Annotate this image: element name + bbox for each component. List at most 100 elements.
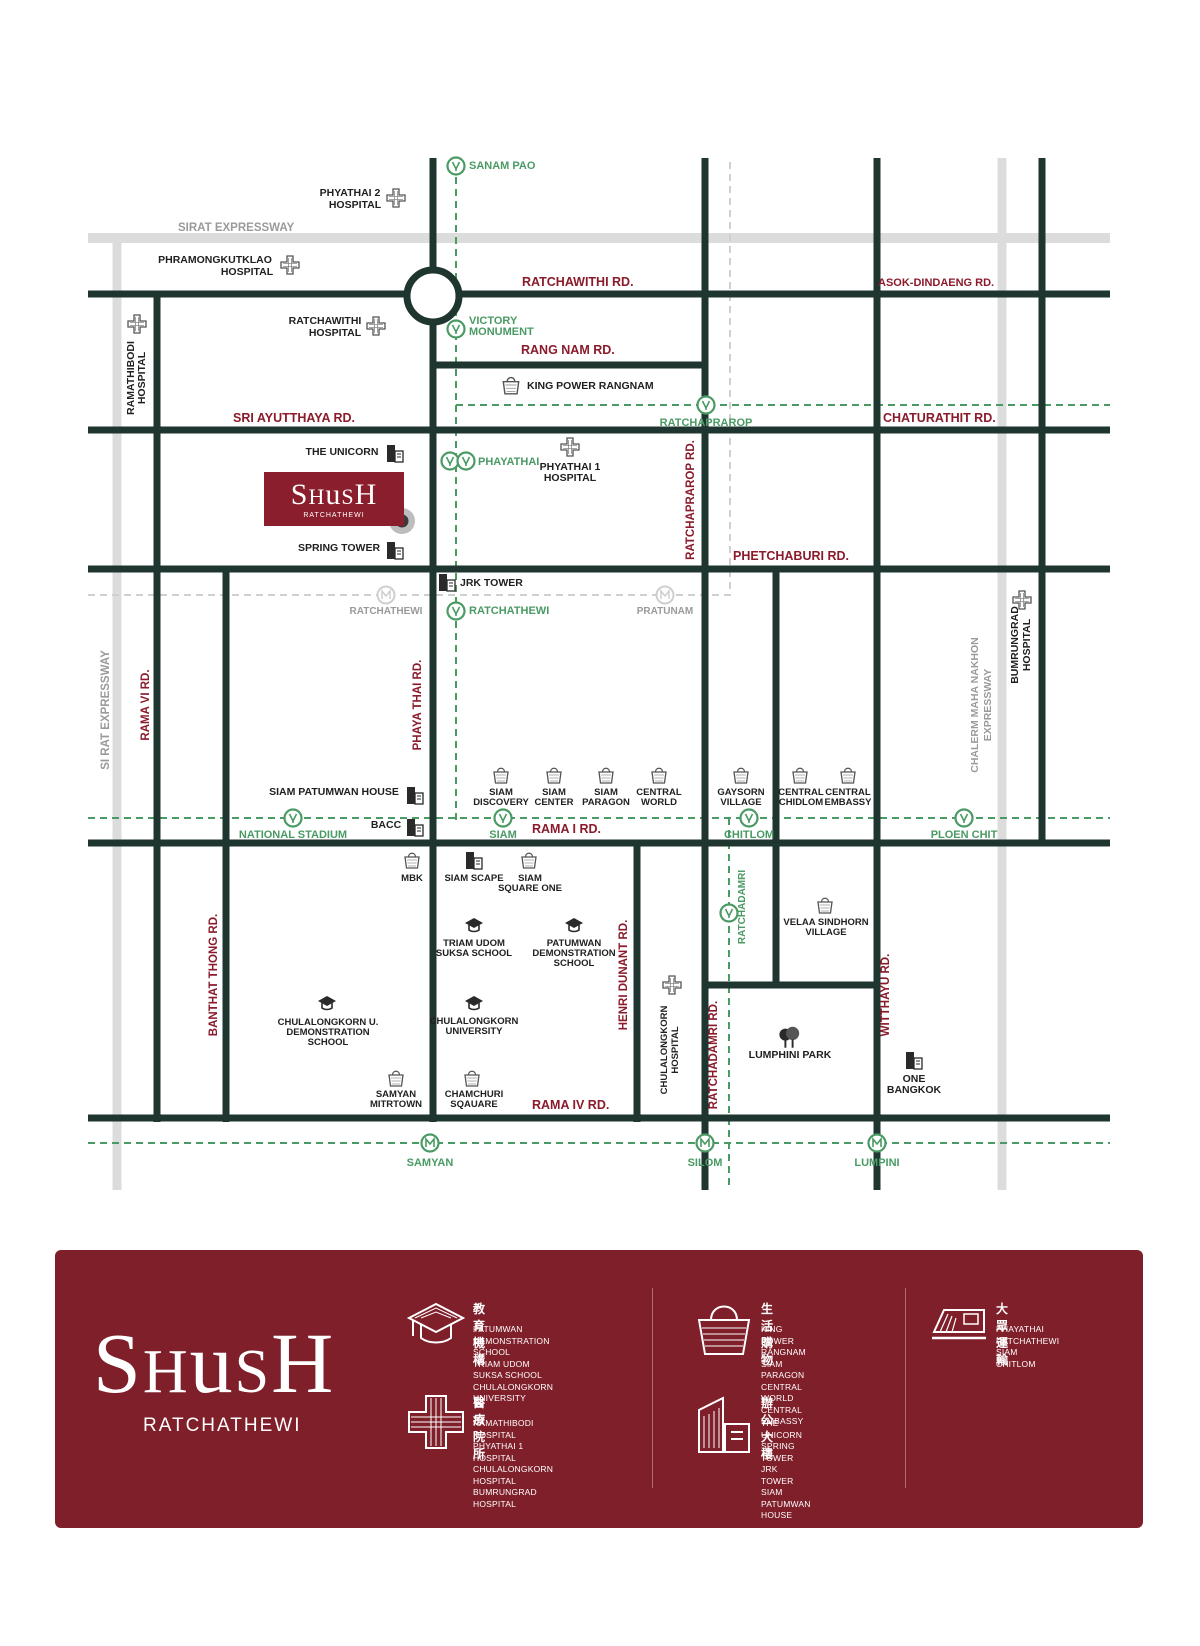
label-phyathai1-1: PHYATHAI 1 — [540, 461, 601, 473]
label-ratchathewi-grey: RATCHATHEWI — [350, 606, 423, 617]
building-icon — [406, 786, 424, 805]
station-labels: SANAM PAO VICTORY MONUMENT RATCHAPRAROP … — [239, 160, 998, 1169]
label-the-unicorn: THE UNICORN — [306, 446, 379, 458]
train-icon — [932, 1309, 986, 1340]
label-samyan: SAMYAN — [407, 1157, 454, 1169]
building-icon — [386, 541, 404, 560]
shopping-bag-icon — [817, 897, 833, 914]
legend-item: PHYATHAI 1 HOSPITAL — [473, 1441, 524, 1463]
label-phetchaburi: PHETCHABURI RD. — [733, 549, 849, 563]
label-one-bangkok-2: BANGKOK — [887, 1084, 942, 1096]
label-central-world-1: CENTRAL — [636, 787, 682, 798]
shopping-bag-icon — [697, 1305, 751, 1355]
label-gaysorn-1: GAYSORN — [717, 787, 764, 798]
label-chula-hosp-1: CHULALONGKORN — [659, 1006, 670, 1095]
label-mbk: MBK — [401, 873, 423, 884]
label-ratchadamri-rd: RATCHADAMRI RD. — [708, 1001, 720, 1109]
legend-shopping-title: 生活購物 — [761, 1302, 774, 1367]
label-lumpini: LUMPINI — [854, 1157, 899, 1169]
building-icon — [406, 818, 424, 837]
label-samyan-mitrtown-2: MITRTOWN — [370, 1099, 422, 1110]
legend-item: SIAM PATUMWAN HOUSE — [761, 1487, 811, 1520]
label-chula-demo-2: DEMONSTRATION — [286, 1027, 369, 1038]
legend-panel: SHuSH RATCHATHEWI 教育機構 PATUMWAN DEMONSTR… — [55, 1250, 1143, 1528]
legend-item: RATCHATHEWI — [996, 1335, 1060, 1346]
label-siam-scape: SIAM SCAPE — [444, 873, 503, 884]
label-central-embassy-1: CENTRAL — [825, 787, 871, 798]
education-icon — [407, 1302, 465, 1344]
label-lumphini-park: LUMPHINI PARK — [749, 1049, 832, 1061]
label-ratchawithi-hosp-2: HOSPITAL — [309, 327, 362, 339]
legend-item: CHULALONGKORN UNIVERSITY — [473, 1381, 554, 1404]
shopping-bag-icon — [651, 767, 667, 784]
shopping-bag-icon — [546, 767, 562, 784]
label-siam-square-one-2: SQUARE ONE — [498, 883, 562, 894]
label-phaya-thai: PHAYA THAI RD. — [412, 660, 424, 751]
label-ratchaprarop: RATCHAPRAROP RD. — [685, 440, 697, 560]
legend-education-list: PATUMWAN DEMONSTRATION SCHOOL TRIAM UDOM… — [473, 1324, 553, 1405]
brand-logo: SHuSH — [93, 1315, 336, 1411]
label-asok-dindaeng: ASOK-DINDAENG RD. — [878, 277, 994, 289]
shopping-bag-icon — [598, 767, 614, 784]
legend-divider — [652, 1288, 653, 1488]
label-phramongkutklao-1: PHRAMONGKUTKLAO — [158, 254, 272, 266]
hospital-icon — [560, 437, 580, 457]
label-phyathai2-2: HOSPITAL — [329, 199, 382, 211]
label-chamchuri-2: SQAUARE — [450, 1099, 498, 1110]
label-sanam-pao: SANAM PAO — [469, 160, 536, 172]
label-siam-discovery-1: SIAM — [489, 787, 513, 798]
label-chula-hosp-2: HOSPITAL — [670, 1026, 681, 1074]
label-jrk-tower: JRK TOWER — [460, 577, 523, 589]
label-victory-1: VICTORY — [469, 315, 518, 327]
label-rama-vi: RAMA VI RD. — [140, 669, 152, 740]
label-spring-tower: SPRING TOWER — [298, 542, 380, 554]
label-triam-2: SUKSA SCHOOL — [436, 948, 512, 959]
legend-divider — [905, 1288, 906, 1488]
label-pratunam: PRATUNAM — [637, 606, 693, 617]
label-witthayu: WITTHAYU RD. — [880, 954, 892, 1037]
label-chalerm-2: EXPRESSWAY — [982, 669, 994, 742]
label-patumwan-demo-3: SCHOOL — [554, 958, 595, 969]
hospital-icon — [386, 188, 406, 208]
label-gaysorn-2: VILLAGE — [720, 797, 761, 808]
road-labels: SIRAT EXPRESSWAY SI RAT EXPRESSWAY RATCH… — [100, 222, 996, 1112]
project-logo-text: SHuSH — [290, 478, 378, 511]
legend-item: KING POWER RANGNAM — [761, 1324, 806, 1357]
legend-item: THE UNICORN — [761, 1418, 803, 1440]
expressways — [88, 158, 1110, 1190]
label-national-stadium: NATIONAL STADIUM — [239, 829, 347, 841]
label-bacc: BACC — [371, 819, 402, 831]
label-chamchuri-1: CHAMCHURI — [445, 1089, 504, 1100]
label-chula-demo-3: SCHOOL — [308, 1037, 349, 1048]
legend-item: RAMATHIBODI HOSPITAL — [473, 1418, 534, 1440]
label-banthat-thong: BANTHAT THONG RD. — [208, 914, 220, 1036]
label-chula-uni-1: CHULALONGKORN — [430, 1016, 519, 1027]
legend-item: CENTRAL WORLD — [761, 1381, 802, 1404]
shopping-bag-icon — [502, 376, 520, 395]
label-ratchadamri-bts: RATCHADAMRI — [737, 870, 748, 944]
label-sirat-expressway: SIRAT EXPRESSWAY — [178, 222, 295, 234]
hospital-icon — [366, 316, 386, 336]
roads — [88, 158, 1110, 1190]
building-icon — [905, 1051, 923, 1070]
legend-shopping-list: KING POWER RANGNAM SIAM PARAGON CENTRAL … — [761, 1324, 806, 1428]
label-bumrungrad-1: BUMRUNGRAD — [1009, 606, 1021, 684]
shopping-bag-icon — [840, 767, 856, 784]
label-phyathai1-2: HOSPITAL — [544, 472, 597, 484]
legend-transit-list: PHAYATHAI RATCHATHEWI SIAM CHITLOM — [996, 1324, 1059, 1370]
legend-medical-title: 醫療院所 — [473, 1396, 486, 1461]
school-icon — [317, 995, 337, 1011]
legend-item: PHAYATHAI — [996, 1324, 1045, 1334]
legend-item: SIAM PARAGON — [761, 1358, 805, 1381]
label-ramathibodi-2: HOSPITAL — [136, 351, 148, 404]
label-patumwan-demo-2: DEMONSTRATION — [532, 948, 615, 959]
label-one-bangkok-1: ONE — [903, 1073, 926, 1085]
label-central-world-2: WORLD — [641, 797, 677, 808]
label-phramongkutklao-2: HOSPITAL — [221, 266, 274, 278]
area-map: SIRAT EXPRESSWAY SI RAT EXPRESSWAY RATCH… — [88, 156, 1110, 1190]
medical-cross-icon — [408, 1395, 464, 1449]
legend-office-list: THE UNICORN SPRING TOWER JRK TOWER SIAM … — [761, 1418, 811, 1522]
label-king-power: KING POWER RANGNAM — [527, 380, 654, 392]
school-icon — [464, 995, 484, 1011]
label-siam-square-one-1: SIAM — [518, 873, 542, 884]
